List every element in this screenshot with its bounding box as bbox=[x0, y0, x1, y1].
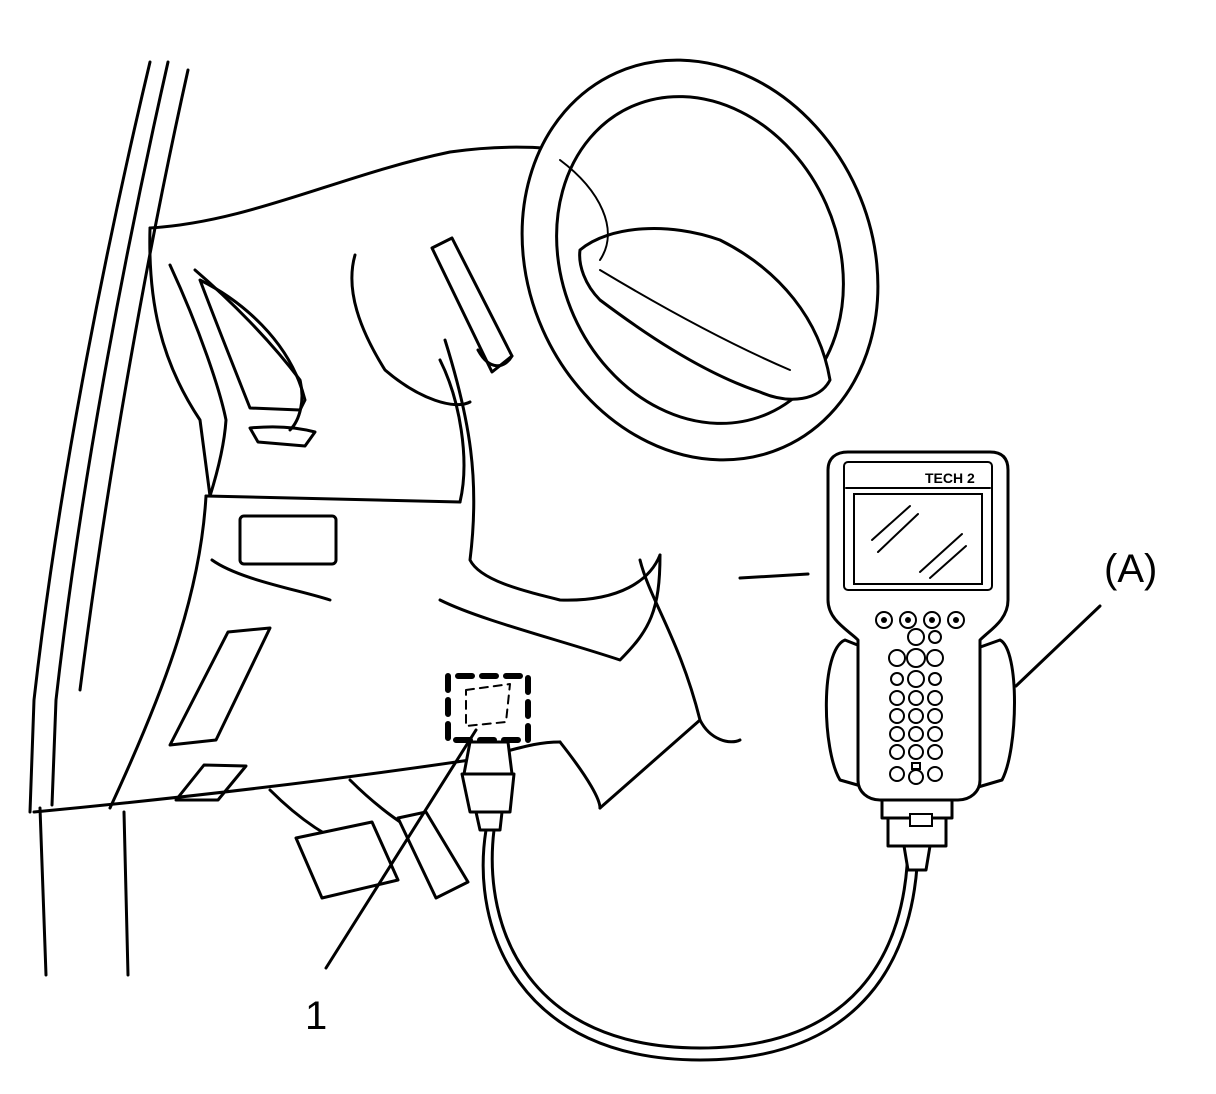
pedals bbox=[268, 778, 470, 900]
steering-wheel bbox=[520, 58, 880, 462]
arrow-keys bbox=[888, 628, 944, 688]
function-keys bbox=[875, 611, 965, 629]
cable bbox=[481, 828, 920, 1062]
steering-column bbox=[350, 236, 810, 744]
leader-line-a bbox=[1014, 604, 1102, 688]
diagnostic-connector bbox=[445, 673, 531, 832]
leader-line-1 bbox=[324, 728, 478, 970]
scan-tool: TECH 2 bbox=[824, 450, 1016, 872]
device-brand-label: TECH 2 bbox=[925, 470, 975, 486]
callout-a: (A) bbox=[1104, 547, 1158, 591]
a-pillar bbox=[28, 60, 190, 977]
dashboard bbox=[32, 145, 702, 814]
keypad bbox=[889, 690, 943, 785]
callout-1: 1 bbox=[305, 994, 328, 1038]
dashboard-vents bbox=[168, 278, 338, 802]
